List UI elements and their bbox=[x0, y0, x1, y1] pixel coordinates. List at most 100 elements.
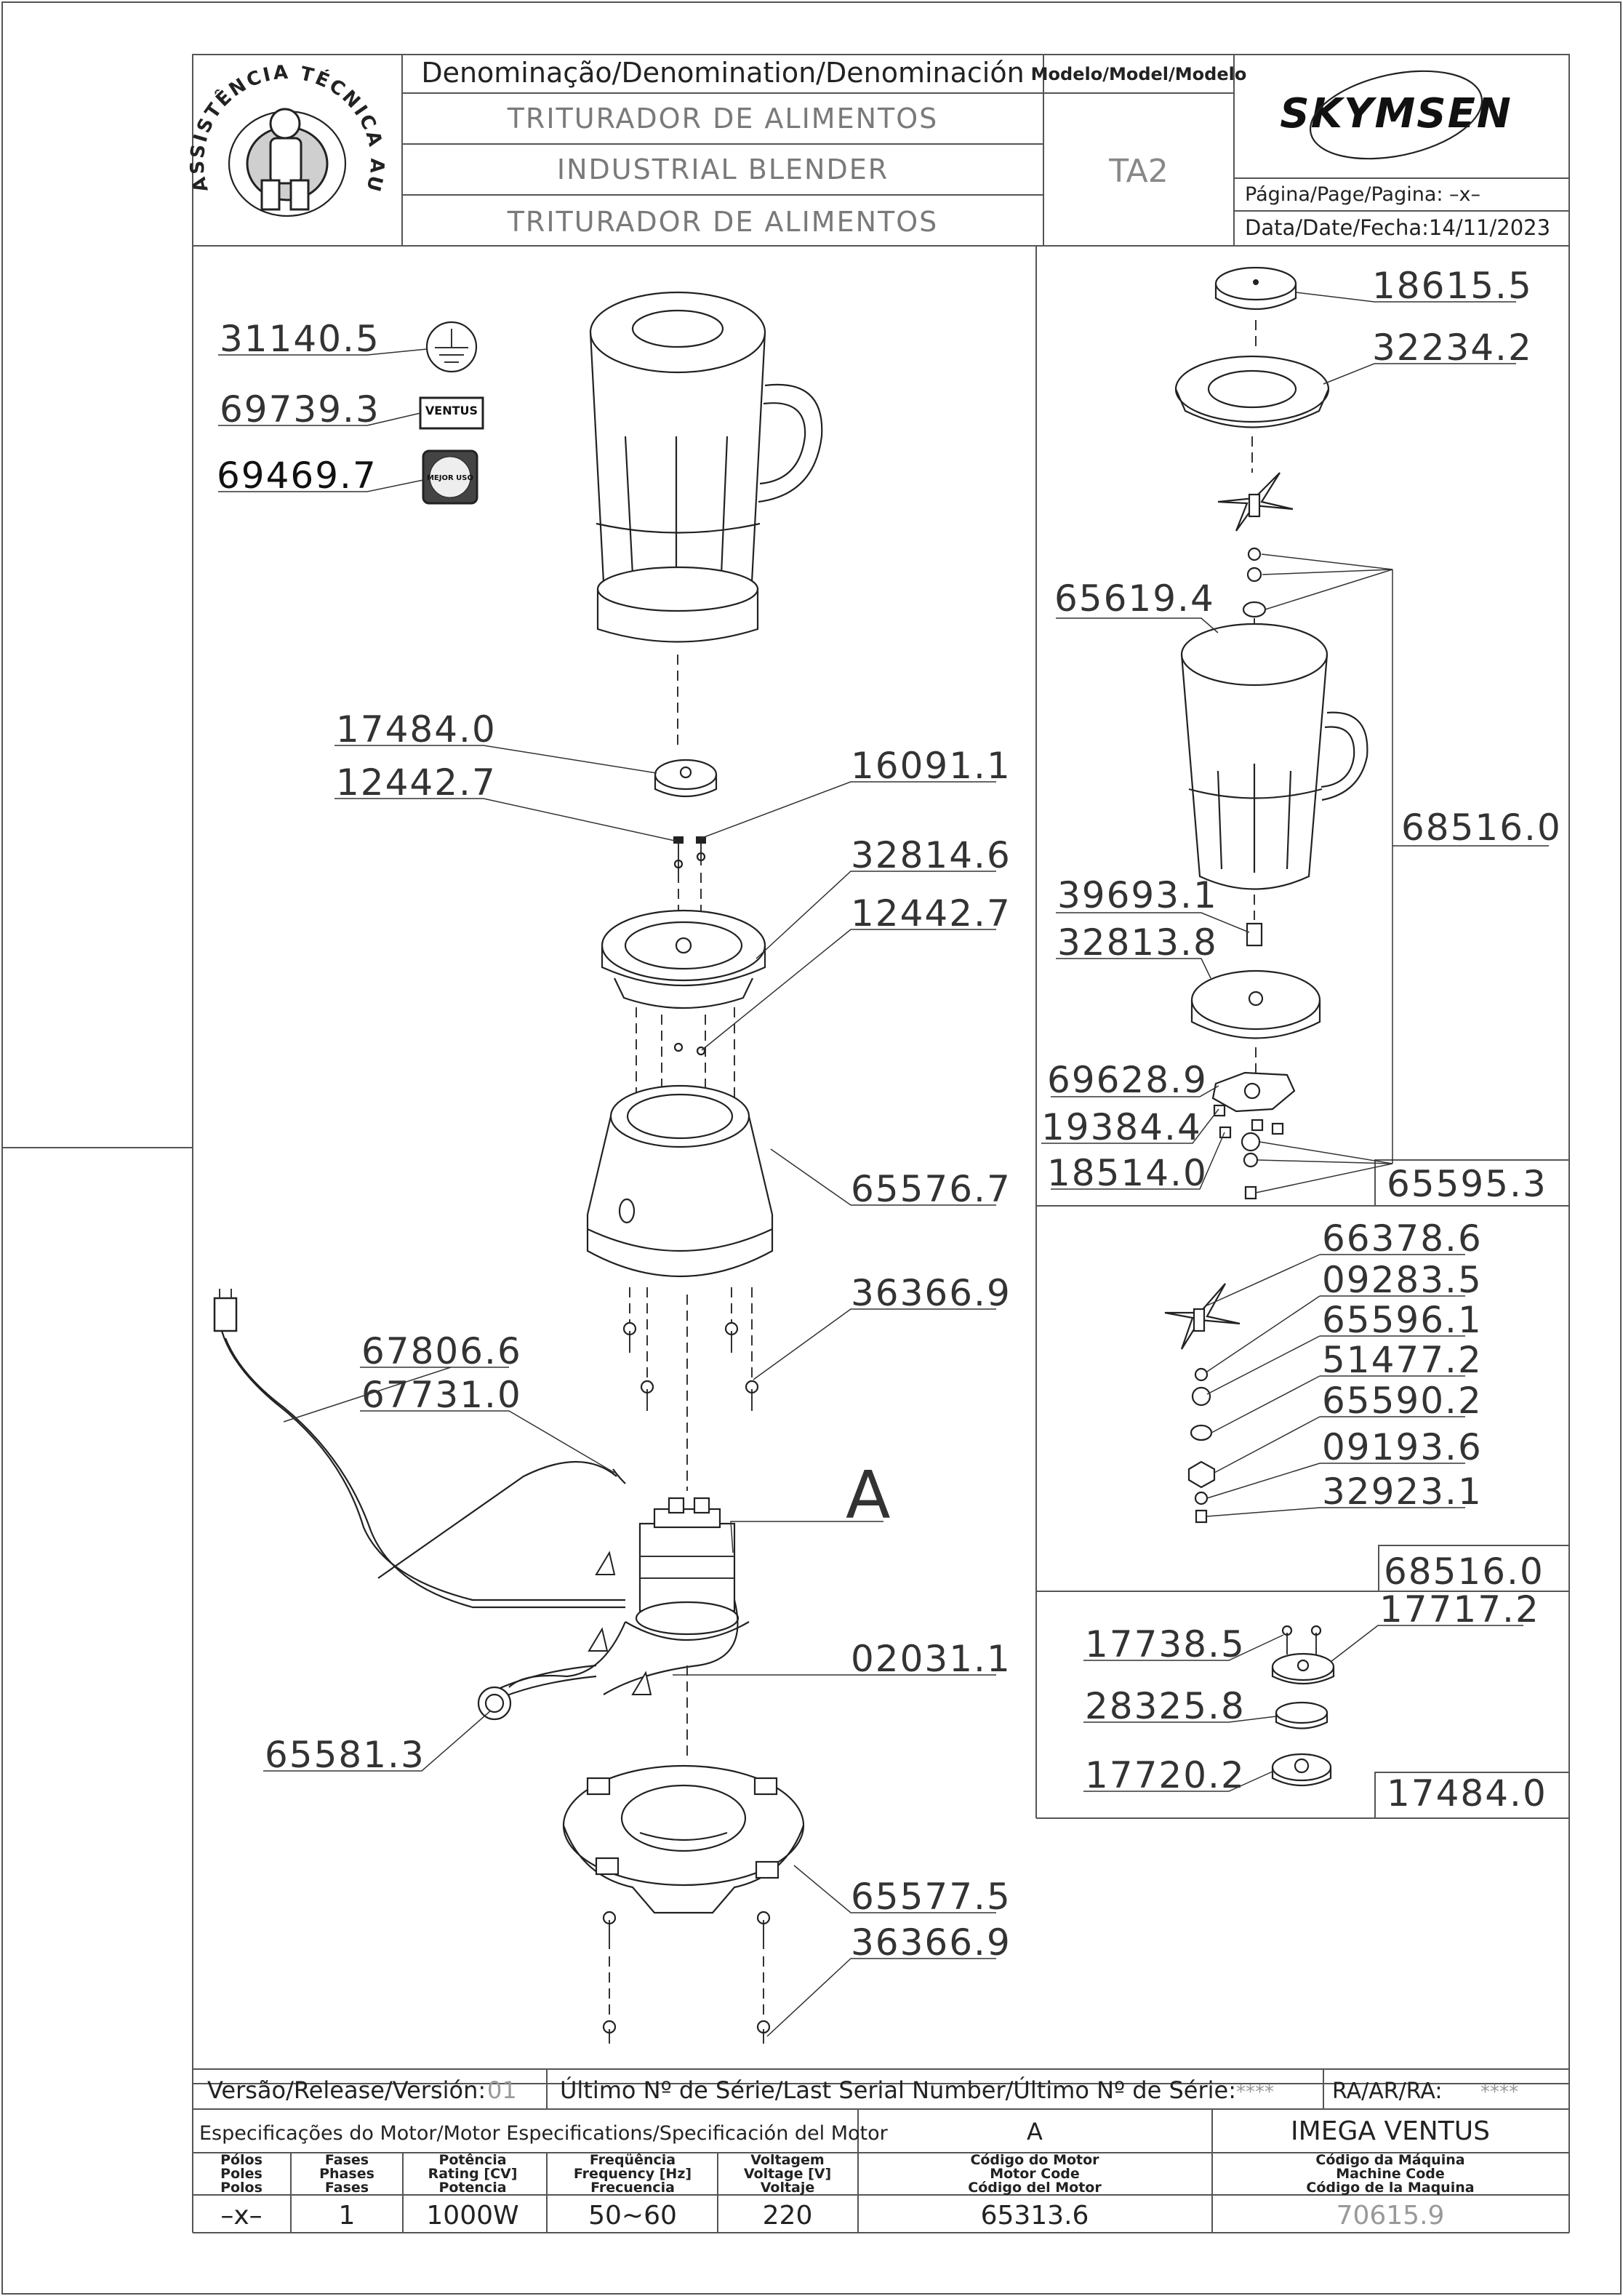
part-65581: 65581.3 bbox=[265, 1734, 425, 1776]
part-68516-b: 68516.0 bbox=[1384, 1551, 1544, 1593]
machine-name: IMEGA VENTUS bbox=[1291, 2116, 1490, 2146]
svg-text:Código del Motor: Código del Motor bbox=[968, 2180, 1102, 2196]
part-36366-a: 36366.9 bbox=[851, 1272, 1011, 1314]
part-32234: 32234.2 bbox=[1372, 327, 1533, 369]
part-39693: 39693.1 bbox=[1057, 874, 1218, 916]
svg-text:Potência: Potência bbox=[438, 2152, 506, 2168]
svg-text:Frequency [Hz]: Frequency [Hz] bbox=[574, 2166, 692, 2182]
denomination-en: INDUSTRIAL BLENDER bbox=[557, 153, 889, 185]
part-19384: 19384.4 bbox=[1041, 1106, 1202, 1148]
svg-text:Voltaje: Voltaje bbox=[761, 2180, 815, 2196]
part-09193: 09193.6 bbox=[1322, 1426, 1483, 1468]
denomination-pt: TRITURADOR DE ALIMENTOS bbox=[507, 103, 939, 135]
svg-text:Machine Code: Machine Code bbox=[1336, 2166, 1445, 2182]
part-65577: 65577.5 bbox=[851, 1876, 1011, 1918]
ra-value: **** bbox=[1480, 2081, 1518, 2103]
model-value: TA2 bbox=[1108, 153, 1169, 190]
part-51477: 51477.2 bbox=[1322, 1339, 1483, 1381]
part-18615: 18615.5 bbox=[1372, 265, 1533, 307]
svg-text:Voltage [V]: Voltage [V] bbox=[744, 2166, 831, 2182]
part-a: A bbox=[846, 1457, 891, 1534]
part-17720: 17720.2 bbox=[1085, 1754, 1246, 1796]
part-65576: 65576.7 bbox=[851, 1168, 1011, 1210]
blade-assembly: 66378.6 09283.5 65596.1 51477.2 65590.2 … bbox=[1164, 1217, 1544, 1593]
mejor-uso-label: MEJOR USO bbox=[427, 474, 473, 482]
svg-text:Freqüência: Freqüência bbox=[590, 2152, 676, 2168]
part-17717: 17717.2 bbox=[1379, 1588, 1540, 1631]
model-title: Modelo/Model/Modelo bbox=[1031, 64, 1247, 84]
jar-leaders bbox=[1041, 292, 1549, 1193]
motor-letter: A bbox=[1027, 2118, 1043, 2145]
date-label: Data/Date/Fecha:14/11/2023 bbox=[1245, 215, 1550, 240]
phases-value: 1 bbox=[339, 2201, 356, 2231]
motor-a bbox=[625, 1497, 750, 1641]
svg-text:Poles: Poles bbox=[220, 2166, 263, 2182]
coupling-assembly: 17738.5 17717.2 28325.8 17720.2 17484.0 bbox=[1083, 1588, 1547, 1815]
motor-spec-table: Versão/Release/Versión: 01 Último Nº de … bbox=[192, 2068, 1570, 2233]
svg-text:Phases: Phases bbox=[319, 2166, 374, 2182]
part-69628: 69628.9 bbox=[1047, 1059, 1208, 1101]
page-label: Página/Page/Pagina: –x– bbox=[1245, 183, 1480, 206]
part-32814: 32814.6 bbox=[851, 834, 1011, 876]
brand-logo: SKYMSEN bbox=[1280, 90, 1512, 137]
serial-value: **** bbox=[1236, 2081, 1274, 2103]
svg-text:Polos: Polos bbox=[220, 2180, 263, 2196]
part-32813: 32813.8 bbox=[1057, 921, 1218, 964]
part-32923: 32923.1 bbox=[1322, 1471, 1483, 1513]
part-17484-b: 17484.0 bbox=[1387, 1772, 1547, 1815]
part-18514: 18514.0 bbox=[1047, 1152, 1208, 1194]
part-68516-a: 68516.0 bbox=[1401, 807, 1562, 849]
part-65595: 65595.3 bbox=[1387, 1163, 1547, 1205]
svg-text:Código da Máquina: Código da Máquina bbox=[1315, 2152, 1464, 2168]
svg-text:Pólos: Pólos bbox=[220, 2152, 263, 2168]
svg-text:Voltagem: Voltagem bbox=[750, 2152, 824, 2168]
motor-code-value: 65313.6 bbox=[981, 2201, 1089, 2231]
svg-text:Código de la Maquina: Código de la Maquina bbox=[1306, 2180, 1474, 2196]
part-65619: 65619.4 bbox=[1054, 577, 1215, 620]
part-02031: 02031.1 bbox=[851, 1638, 1011, 1680]
svg-text:Potencia: Potencia bbox=[438, 2180, 506, 2196]
rating-value: 1000W bbox=[426, 2201, 518, 2231]
svg-text:Fases: Fases bbox=[325, 2152, 369, 2168]
part-12442-a: 12442.7 bbox=[336, 761, 497, 804]
part-65590: 65590.2 bbox=[1322, 1380, 1483, 1422]
blender-assembly: VENTUS MEJOR USO bbox=[213, 291, 823, 2044]
svg-text:ASSISTÊNCIA TÉCNICA AUTORIZADA: ASSISTÊNCIA TÉCNICA AUTORIZADA bbox=[0, 0, 388, 196]
version-value: 01 bbox=[487, 2076, 517, 2104]
svg-text:Motor Code: Motor Code bbox=[990, 2166, 1080, 2182]
part-17484: 17484.0 bbox=[336, 708, 497, 751]
version-label: Versão/Release/Versión: bbox=[207, 2076, 486, 2104]
voltage-value: 220 bbox=[763, 2201, 813, 2231]
part-69739: 69739.3 bbox=[220, 388, 380, 431]
part-12442-b: 12442.7 bbox=[851, 892, 1011, 935]
part-28325: 28325.8 bbox=[1085, 1685, 1246, 1727]
title-block: ASSISTÊNCIA TÉCNICA AUTORIZADA Denominaç… bbox=[0, 0, 1569, 247]
serial-label: Último Nº de Série/Last Serial Number/Úl… bbox=[560, 2076, 1236, 2104]
part-65596: 65596.1 bbox=[1322, 1299, 1483, 1341]
svg-text:Código do Motor: Código do Motor bbox=[970, 2152, 1099, 2168]
part-69469: 69469.7 bbox=[217, 455, 377, 497]
left-leaders bbox=[218, 348, 996, 2037]
frequency-value: 50~60 bbox=[588, 2201, 677, 2231]
part-67731: 67731.0 bbox=[361, 1374, 522, 1416]
part-67806: 67806.6 bbox=[361, 1330, 522, 1372]
jar-assembly bbox=[1174, 266, 1368, 1200]
ventus-label: VENTUS bbox=[425, 404, 478, 417]
ra-label: RA/AR/RA: bbox=[1332, 2079, 1442, 2104]
part-17738: 17738.5 bbox=[1085, 1623, 1246, 1665]
left-part-numbers: 31140.5 69739.3 69469.7 17484.0 12442.7 … bbox=[217, 318, 1011, 1964]
part-09283: 09283.5 bbox=[1322, 1259, 1483, 1301]
jar-part-numbers: 18615.5 32234.2 65619.4 68516.0 39693.1 … bbox=[1041, 265, 1562, 1205]
part-16091: 16091.1 bbox=[851, 745, 1011, 787]
part-66378: 66378.6 bbox=[1322, 1217, 1483, 1260]
spec-title: Especificações do Motor/Motor Especifica… bbox=[199, 2122, 889, 2145]
poles-value: –x– bbox=[220, 2201, 262, 2231]
part-36366-b: 36366.9 bbox=[851, 1921, 1011, 1964]
svg-text:Fases: Fases bbox=[325, 2180, 369, 2196]
logo-text: ASSISTÊNCIA TÉCNICA AUTORIZADA bbox=[0, 0, 385, 196]
part-31140: 31140.5 bbox=[220, 318, 380, 360]
svg-text:Frecuencia: Frecuencia bbox=[590, 2180, 675, 2196]
denomination-title: Denominação/Denomination/Denominación bbox=[421, 57, 1024, 89]
denomination-es: TRITURADOR DE ALIMENTOS bbox=[507, 206, 939, 238]
